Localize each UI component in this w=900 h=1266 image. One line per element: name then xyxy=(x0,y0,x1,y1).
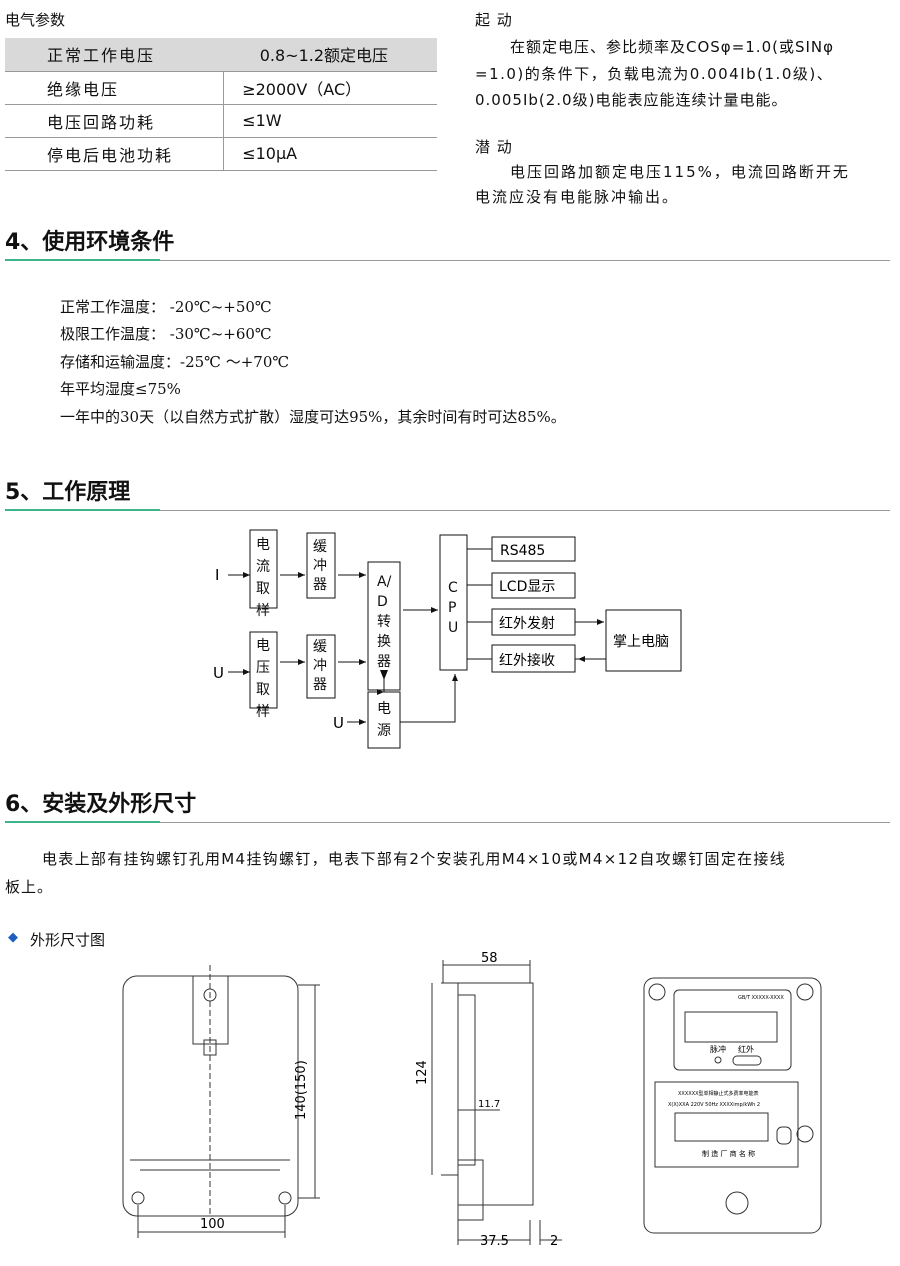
dim-2: 2 xyxy=(550,1234,558,1249)
section-6-heading: 6、安装及外形尺寸 xyxy=(5,792,197,817)
dim-depth: 58 xyxy=(481,951,498,966)
cell: 0.8~1.2额定电压 xyxy=(223,38,437,72)
cell: ≤10μA xyxy=(223,137,437,171)
divider xyxy=(5,509,890,511)
lcd-box: LCD显示 xyxy=(499,579,555,595)
spec-label: X(X)XXA 220V 50Hz XXXXimp/kWh 2 xyxy=(668,1102,760,1108)
env-line: 一年中的30天（以自然方式扩散）湿度可达95%，其余时间有时可达85%。 xyxy=(60,408,566,426)
cell: 停电后电池功耗 xyxy=(5,137,224,171)
dim-11-7: 11.7 xyxy=(478,1099,500,1110)
maker-label: 制 造 厂 商 名 称 xyxy=(702,1149,755,1158)
ir-tx-box: 红外发射 xyxy=(499,616,555,632)
env-line: 存储和运输温度：-25℃ ～+70℃ xyxy=(60,353,290,371)
divider xyxy=(5,259,890,261)
cpu-box: CPU xyxy=(448,580,459,636)
env-line: 极限工作温度： -30℃~+60℃ xyxy=(60,325,272,343)
cell: 绝缘电压 xyxy=(5,71,224,105)
ir-label: 红外 xyxy=(738,1044,754,1054)
install-paragraph: 电表上部有挂钩螺钉孔用M4挂钩螺钉，电表下部有2个安装孔用M4×10或M4×12… xyxy=(42,850,787,868)
env-line: 年平均湿度≤75% xyxy=(60,380,181,398)
creep-line: 电压回路加额定电压115%，电流回路断开无 xyxy=(510,163,850,181)
label-U: U xyxy=(333,714,344,732)
adc-box: A/D转换器 xyxy=(377,574,392,670)
table-row: 停电后电池功耗≤10μA xyxy=(5,137,437,171)
buffer-box: 缓冲器 xyxy=(313,639,327,693)
creep-line: 电流应没有电能脉冲输出。 xyxy=(475,188,680,206)
section-4-heading: 4、使用环境条件 xyxy=(5,230,175,255)
ir-rx-box: 红外接收 xyxy=(499,652,555,669)
divider xyxy=(5,821,890,823)
cell: 电压回路功耗 xyxy=(5,104,224,138)
cell: 正常工作电压 xyxy=(5,38,224,72)
pda-box: 掌上电脑 xyxy=(613,634,669,650)
label-I: I xyxy=(215,566,219,584)
section-5-heading: 5、工作原理 xyxy=(5,480,131,505)
dim-37-5: 37.5 xyxy=(480,1234,509,1249)
env-line: 正常工作温度： -20℃~+50℃ xyxy=(60,298,272,316)
std-label: GB/T XXXXX-XXXX xyxy=(738,995,784,1001)
rs485-box: RS485 xyxy=(500,543,545,559)
dim-width: 100 xyxy=(200,1217,225,1232)
start-line: 在额定电压、参比频率及COSφ=1.0(或SINφ xyxy=(510,38,835,56)
current-sample-box: 电流取样 xyxy=(256,537,270,619)
dim-side-height: 124 xyxy=(415,1060,430,1085)
dim-height: 140(150) xyxy=(294,1060,309,1120)
model-label: XXXXXX型单相静止式多费率电能表 xyxy=(678,1090,759,1097)
pulse-label: 脉冲 xyxy=(710,1044,726,1054)
figure-title: 外形尺寸图 xyxy=(30,931,106,949)
start-title: 起 动 xyxy=(475,11,513,29)
start-line: 0.005Ib(2.0级)电能表应能连续计量电能。 xyxy=(475,91,788,109)
label-U: U xyxy=(213,664,224,682)
cell: ≤1W xyxy=(223,104,437,138)
electrical-title: 电气参数 xyxy=(5,11,66,29)
creep-title: 潜 动 xyxy=(475,138,513,156)
buffer-box: 缓冲器 xyxy=(313,539,327,593)
table-row: 电压回路功耗≤1W xyxy=(5,104,437,138)
cell: ≥2000V（AC） xyxy=(223,71,437,105)
voltage-sample-box: 电压取样 xyxy=(256,638,270,720)
start-line: =1.0)的条件下，负载电流为0.004Ib(1.0级)、 xyxy=(475,65,834,83)
install-paragraph: 板上。 xyxy=(5,878,54,896)
table-row: 绝缘电压≥2000V（AC） xyxy=(5,71,437,105)
power-box: 电源 xyxy=(377,701,391,739)
diamond-icon: ◆ xyxy=(8,930,18,945)
